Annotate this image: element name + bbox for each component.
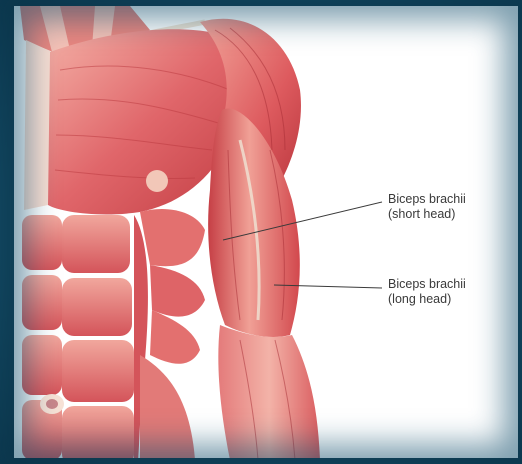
forearm — [218, 325, 320, 458]
rectus-abdominis — [22, 215, 134, 458]
serratus-anterior — [140, 209, 205, 364]
label-biceps-long-head: Biceps brachii (long head) — [388, 277, 466, 307]
oblique-lower — [140, 355, 195, 458]
label-biceps-short-head: Biceps brachii (short head) — [388, 192, 466, 222]
label-long-head-line1: Biceps brachii — [388, 277, 466, 292]
nipple — [146, 170, 168, 192]
anatomy-panel — [14, 6, 518, 458]
anatomy-illustration — [14, 6, 518, 458]
label-short-head-line2: (short head) — [388, 207, 466, 222]
label-short-head-line1: Biceps brachii — [388, 192, 466, 207]
sternum — [24, 40, 52, 210]
label-long-head-line2: (long head) — [388, 292, 466, 307]
